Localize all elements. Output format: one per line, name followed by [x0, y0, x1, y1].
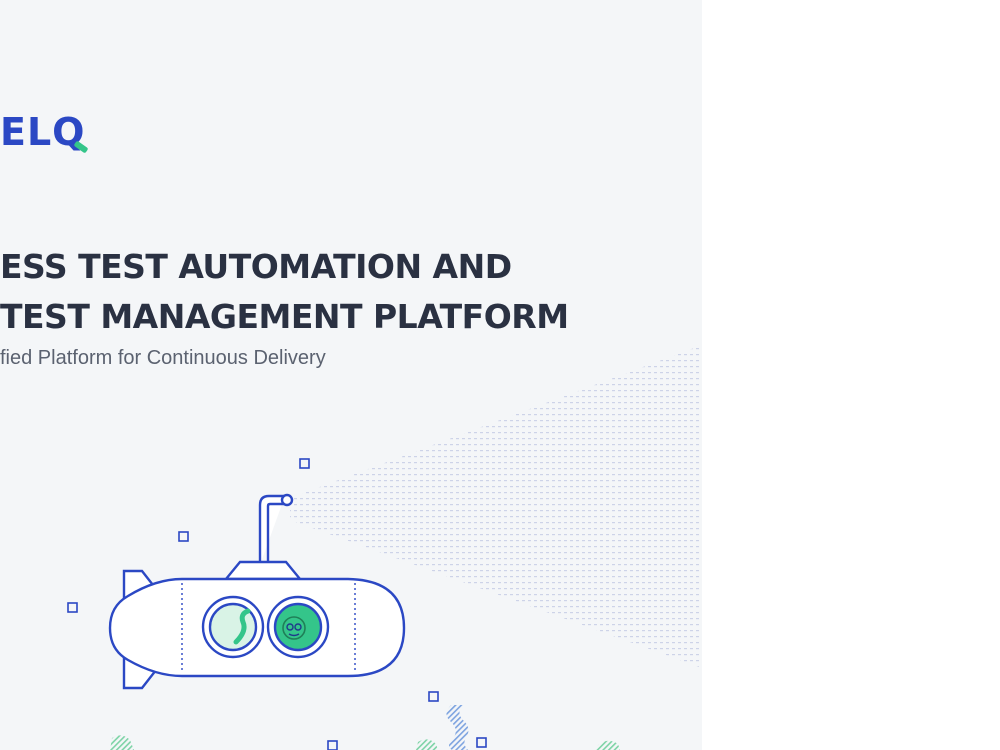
tentacle-icon: [233, 608, 251, 645]
pilot-icon: [282, 616, 306, 640]
bubble-square: [327, 740, 338, 750]
submarine-illustration: [67, 345, 702, 750]
light-beam: [290, 345, 702, 668]
bubble-square: [476, 737, 487, 748]
periscope: [258, 494, 285, 565]
bubble-square: [178, 531, 189, 542]
bubble-square: [428, 691, 439, 702]
seaweed: [596, 740, 620, 750]
bubble-square: [299, 458, 310, 469]
brand-logo[interactable]: ELQ: [0, 112, 85, 152]
seaweed: [446, 705, 469, 750]
hero-headline: ESS TEST AUTOMATION AND TEST MANAGEMENT …: [0, 242, 569, 342]
seaweed: [110, 735, 134, 750]
logo-q: Q: [52, 110, 86, 154]
headline-line-1: ESS TEST AUTOMATION AND: [0, 247, 512, 286]
hero-subtitle: fied Platform for Continuous Delivery: [0, 347, 326, 369]
submarine-tower: [223, 560, 303, 581]
seaweed: [416, 739, 438, 750]
bubble-square: [67, 602, 78, 613]
logo-letters: EL: [0, 110, 53, 154]
headline-line-2: TEST MANAGEMENT PLATFORM: [0, 297, 569, 336]
hero-panel: ELQ ESS TEST AUTOMATION AND TEST MANAGEM…: [0, 0, 702, 750]
